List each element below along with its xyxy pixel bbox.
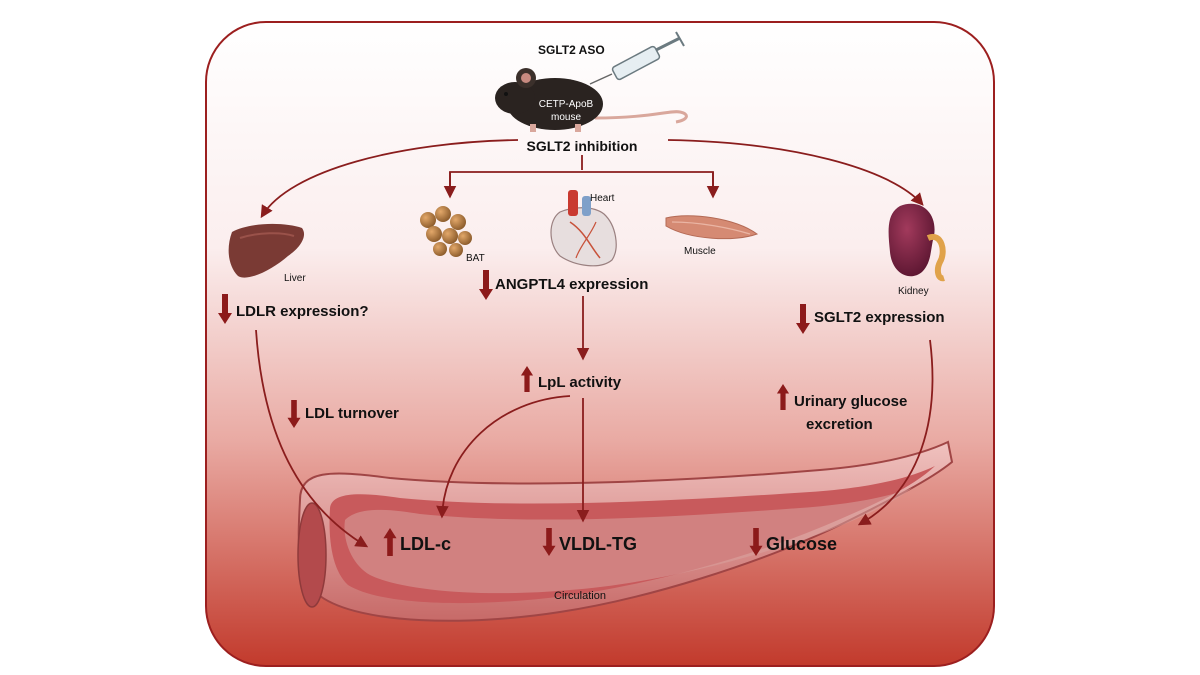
- model-label-line2: mouse: [551, 112, 581, 123]
- circulation-label: Circulation: [554, 590, 606, 602]
- mouse-icon: [495, 68, 688, 132]
- urinary-glucose-label-line2: excretion: [806, 416, 873, 433]
- angptl4-expression-label: ANGPTL4 expression: [495, 276, 648, 293]
- sglt2-expression-label: SGLT2 expression: [814, 309, 945, 326]
- model-label-line1: CETP-ApoB: [539, 99, 594, 110]
- pathway-arrows: [255, 139, 934, 548]
- blood-vessel-icon: [297, 440, 954, 622]
- arrow-lpl-to-ldlc: [436, 395, 571, 519]
- effect-label: SGLT2 inhibition: [527, 138, 638, 154]
- arrow-to-liver: [260, 139, 519, 219]
- glucose-label: Glucose: [766, 534, 837, 554]
- lpl-activity-label: LpL activity: [538, 374, 622, 391]
- drug-label: SGLT2 ASO: [538, 43, 605, 57]
- arrow-ldlr-to-ldlc: [255, 329, 369, 548]
- syringe-icon: [589, 31, 685, 85]
- muscle-label: Muscle: [684, 246, 716, 257]
- liver-label: Liver: [284, 273, 306, 284]
- bat-icon: [420, 206, 472, 257]
- arrow-to-kidney: [667, 139, 924, 206]
- urinary-glucose-label-line1: Urinary glucose: [794, 393, 907, 410]
- ldl-turnover-label: LDL turnover: [305, 405, 399, 422]
- bat-label: BAT: [466, 253, 485, 264]
- ldlc-label: LDL-c: [400, 534, 451, 554]
- arrow-sglt2-to-glucose: [857, 339, 934, 526]
- liver-icon: [228, 223, 305, 278]
- heart-label: Heart: [590, 193, 615, 204]
- muscle-icon: [665, 215, 759, 240]
- kidney-icon: [888, 203, 946, 282]
- ldlr-expression-label: LDLR expression?: [236, 303, 369, 320]
- kidney-label: Kidney: [898, 286, 929, 297]
- vldl-tg-label: VLDL-TG: [559, 534, 637, 554]
- heart-icon: [550, 190, 617, 267]
